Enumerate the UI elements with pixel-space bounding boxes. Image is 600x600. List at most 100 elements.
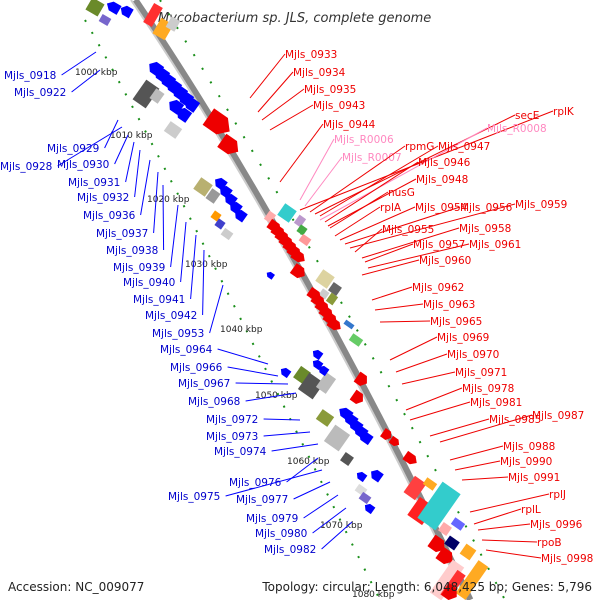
gene-label[interactable]: Mjls_0965 (430, 316, 482, 328)
reverse-gene-arrow[interactable] (164, 77, 183, 95)
gene-label[interactable]: Mjls_0964 (160, 344, 213, 356)
gene-label[interactable]: Mjls_0988 (503, 441, 555, 453)
gene-block[interactable] (403, 475, 427, 501)
gene-block[interactable] (358, 491, 372, 505)
forward-gene-arrow[interactable] (435, 546, 456, 568)
gene-label[interactable]: Mjls_0975 (168, 491, 220, 503)
gene-label[interactable]: Mjls_0934 (293, 67, 346, 79)
gene-label[interactable]: Mjls_0982 (264, 544, 316, 556)
gene-block[interactable] (293, 365, 311, 385)
reverse-gene-arrow[interactable] (217, 183, 233, 199)
gene-block[interactable] (98, 14, 112, 26)
forward-gene-arrow[interactable] (427, 534, 448, 556)
reverse-gene-arrow[interactable] (265, 270, 275, 280)
gene-label[interactable]: Mjls_0960 (419, 255, 471, 267)
gene-block[interactable] (165, 16, 181, 32)
gene-label[interactable]: Mjls_R0008 (487, 123, 547, 135)
gene-label[interactable]: Mjls_0972 (206, 414, 258, 426)
gene-label[interactable]: Mjls_0938 (106, 245, 158, 257)
gene-label[interactable]: Mjls_0939 (113, 262, 165, 274)
gene-block[interactable] (417, 481, 461, 531)
reverse-gene-arrow[interactable] (311, 358, 324, 371)
forward-gene-arrow[interactable] (289, 263, 308, 281)
gene-block[interactable] (459, 543, 477, 561)
reverse-gene-arrow[interactable] (232, 207, 248, 223)
gene-block[interactable] (220, 227, 234, 241)
gene-label[interactable]: Mjls_0941 (133, 294, 185, 306)
gene-label[interactable]: Mjls_0959 (515, 199, 567, 211)
forward-gene-arrow[interactable] (349, 389, 367, 407)
gene-block[interactable] (293, 214, 307, 228)
gene-block[interactable] (297, 372, 325, 400)
gene-label[interactable]: Mjls_0974 (214, 446, 267, 458)
reverse-gene-arrow[interactable] (170, 83, 189, 101)
reverse-gene-arrow[interactable] (146, 59, 165, 77)
gene-block[interactable] (85, 0, 105, 17)
gene-label[interactable]: Mjls_0943 (313, 100, 365, 112)
gene-label[interactable]: Mjls_0976 (229, 477, 282, 489)
gene-label[interactable]: Mjls_0946 (418, 157, 471, 169)
gene-label[interactable]: Mjls_0969 (437, 332, 489, 344)
gene-label[interactable]: Mjls_R0007 (342, 152, 402, 164)
gene-block[interactable] (132, 79, 160, 109)
gene-block[interactable] (315, 269, 335, 289)
gene-block[interactable] (163, 121, 183, 139)
gene-label[interactable]: rplJ (549, 489, 566, 501)
reverse-gene-arrow[interactable] (212, 175, 228, 191)
gene-label[interactable]: Mjls_0973 (206, 431, 258, 443)
forward-gene-arrow[interactable] (402, 450, 419, 467)
gene-label[interactable]: Mjls_0931 (68, 177, 120, 189)
reverse-gene-arrow[interactable] (176, 89, 195, 107)
reverse-gene-arrow[interactable] (311, 348, 324, 361)
gene-label[interactable]: secE (515, 110, 539, 122)
gene-block[interactable] (298, 233, 312, 247)
reverse-gene-arrow[interactable] (104, 0, 122, 15)
gene-block[interactable] (296, 224, 308, 236)
gene-label[interactable]: Mjls_0996 (530, 519, 583, 531)
gene-block[interactable] (455, 560, 489, 600)
gene-label[interactable]: Mjls_0936 (83, 210, 136, 222)
reverse-gene-arrow[interactable] (356, 429, 374, 446)
forward-gene-arrow[interactable] (441, 583, 460, 600)
gene-label[interactable]: Mjls_0962 (412, 282, 464, 294)
gene-label[interactable]: Mjls_0980 (255, 528, 307, 540)
gene-label[interactable]: Mjls_0978 (462, 383, 514, 395)
gene-label[interactable]: Mjls_0990 (500, 456, 552, 468)
gene-label[interactable]: Mjls_0937 (96, 228, 148, 240)
gene-label[interactable]: Mjls_0958 (459, 223, 511, 235)
gene-block[interactable] (214, 218, 226, 230)
gene-block[interactable] (348, 333, 364, 347)
gene-block[interactable] (343, 319, 355, 330)
gene-label[interactable]: Mjls_0930 (57, 159, 109, 171)
gene-label[interactable]: Mjls_0948 (416, 174, 468, 186)
gene-label[interactable]: Mjls_0991 (508, 472, 560, 484)
forward-gene-arrow[interactable] (290, 248, 307, 265)
gene-label[interactable]: Mjls_0970 (447, 349, 499, 361)
gene-label[interactable]: Mjls_0966 (170, 362, 223, 374)
gene-label[interactable]: Mjls_0998 (541, 553, 593, 565)
gene-label[interactable]: Mjls_0967 (178, 378, 230, 390)
gene-block[interactable] (263, 210, 277, 224)
gene-block[interactable] (143, 2, 163, 28)
gene-label[interactable]: rpoB (537, 537, 562, 549)
gene-label[interactable]: Mjls_0944 (323, 119, 376, 131)
reverse-gene-arrow[interactable] (182, 95, 201, 113)
gene-label[interactable]: rpmG (405, 141, 434, 153)
gene-block[interactable] (422, 477, 438, 491)
forward-gene-arrow[interactable] (202, 108, 236, 139)
gene-label[interactable]: Mjls_0971 (455, 367, 507, 379)
gene-label[interactable]: Mjls_0933 (285, 49, 337, 61)
gene-label[interactable]: Mjls_0918 (4, 70, 56, 82)
gene-label[interactable]: nusG (388, 187, 415, 199)
reverse-gene-arrow[interactable] (174, 105, 193, 123)
gene-label[interactable]: Mjls_0963 (423, 299, 475, 311)
gene-block[interactable] (328, 282, 342, 296)
gene-label[interactable]: Mjls_0956 (460, 202, 513, 214)
reverse-gene-arrow[interactable] (279, 366, 292, 379)
gene-block[interactable] (149, 88, 165, 104)
reverse-gene-arrow[interactable] (317, 364, 330, 377)
gene-label[interactable]: Mjls_0935 (304, 84, 356, 96)
gene-label[interactable]: Mjls_0922 (14, 87, 66, 99)
gene-label[interactable]: Mjls_0957 (413, 239, 465, 251)
gene-block[interactable] (429, 559, 465, 600)
